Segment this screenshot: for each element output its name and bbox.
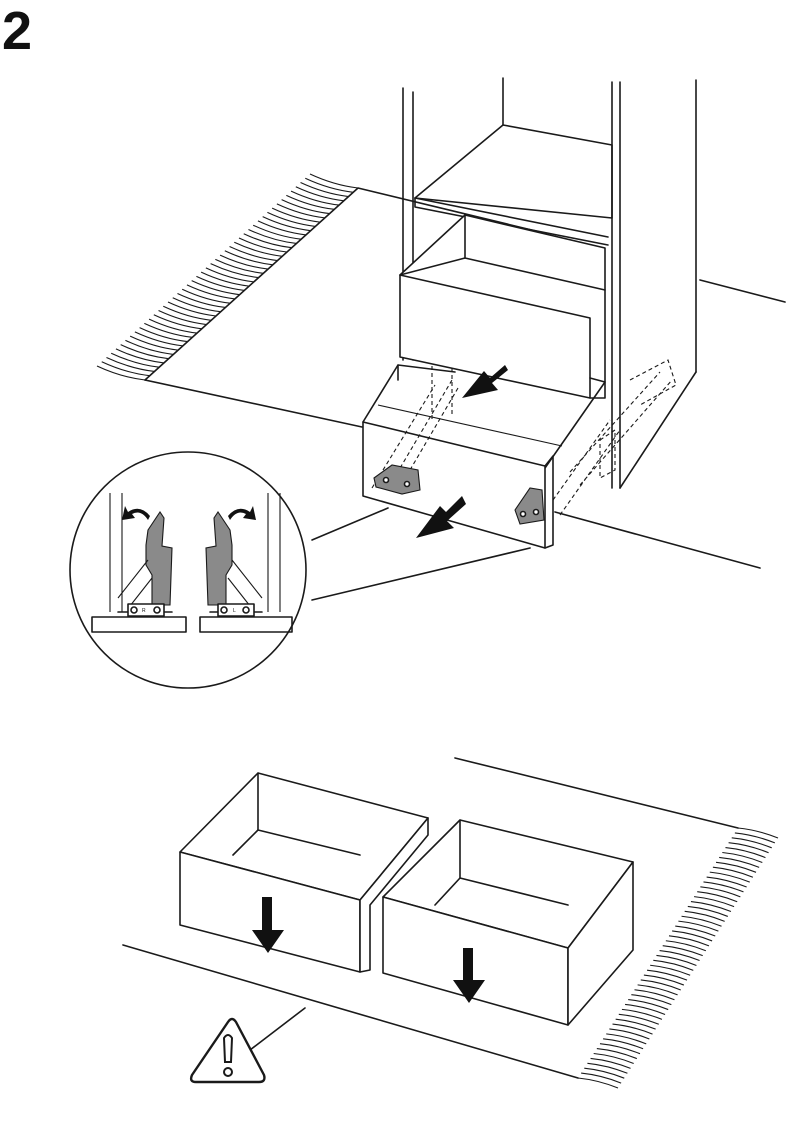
lower-drawer-pulled [362,359,677,549]
removed-drawer-right [382,819,634,1026]
detail-label-l: L [233,608,236,614]
warning-icon [189,1017,266,1084]
wardrobe-frame [402,77,697,489]
rotate-arrow-icon [122,506,150,520]
step-number: 2 [2,1,33,61]
arrow-down-icon-2 [453,948,485,1003]
upper-drawer [399,214,606,399]
floor-line [554,279,786,569]
arrow-pull-icon [462,365,508,398]
removed-drawer-left [179,772,429,973]
detail-magnifier: R L [69,451,307,689]
arrow-down-icon [252,897,284,953]
detail-label-r: R [142,608,146,614]
arrow-pull-icon-2 [416,496,466,538]
rug-top [96,173,541,428]
rotate-arrow-icon-2 [228,506,256,520]
rug-bottom [122,757,779,1089]
